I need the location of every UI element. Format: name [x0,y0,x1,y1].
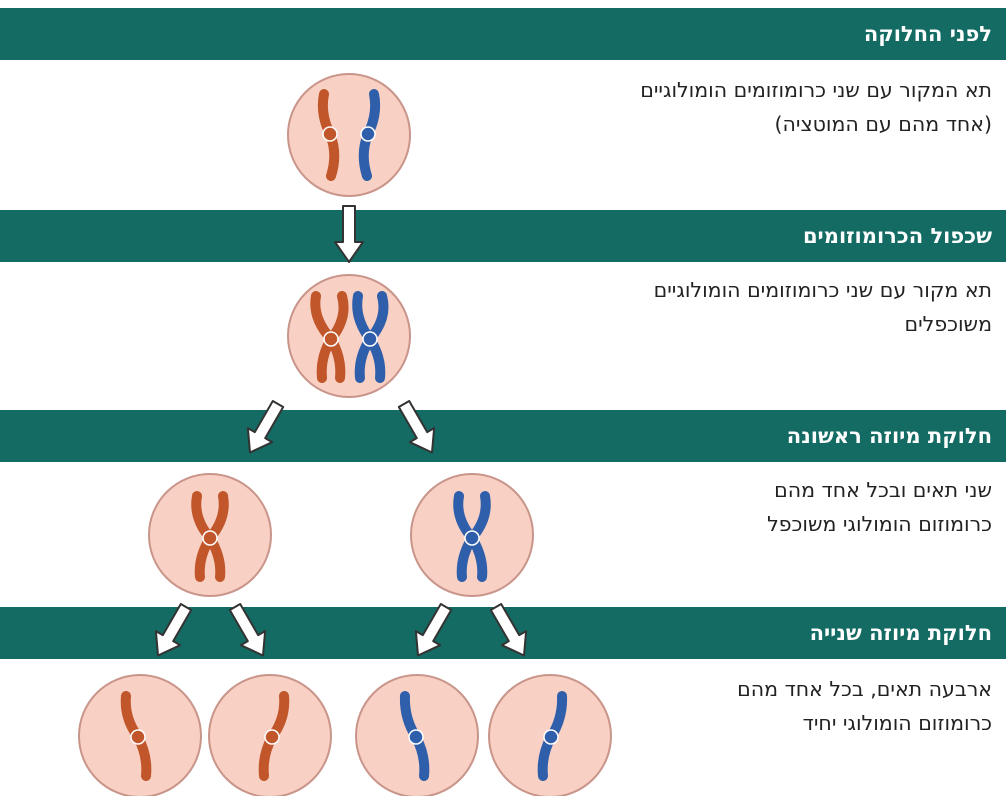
stage-title: חלוקת מיוזה ראשונה [787,424,992,448]
centromere [465,531,479,545]
stage-title: לפני החלוקה [864,22,992,46]
chromatid-paternal [458,496,472,577]
centromere [323,127,337,141]
centromere [363,332,377,346]
description-line: (אחד מהם עם המוטציה) [640,107,992,141]
description-line: משוכפלים [654,307,992,341]
stage-title: חלוקת מיוזה שנייה [810,621,992,645]
centromere [203,531,217,545]
cell-meiosis-two-2 [209,675,331,796]
stage-description-meiosis-one: שני תאים ובכל אחד מהם כרומוזום הומולוגי … [767,473,992,541]
chromatid-maternal [331,296,344,378]
cell-meiosis-two-3 [356,675,478,796]
chromatid-maternal [196,496,210,577]
centromere [131,730,145,744]
chromosome-maternal [264,696,285,776]
description-line: כרומוזום הומולוגי משוכפל [767,507,992,541]
centromere [265,730,279,744]
centromere [409,730,423,744]
cell-replicated [288,275,410,397]
chromatid-paternal [357,296,370,378]
cell-meiosis-one-paternal [411,474,533,596]
stage-description-meiosis-two: ארבעה תאים, בכל אחד מהם כרומוזום הומולוג… [737,672,992,740]
chromatid-maternal [315,296,331,378]
stage-description-replication: תא מקור עם שני כרומוזומים הומולוגיים משו… [654,273,992,341]
centromere [361,127,375,141]
chromatid-paternal [370,296,384,378]
cell-original [288,74,410,196]
stage-description-before-division: תא המקור עם שני כרומוזומים הומולוגיים (א… [640,73,992,141]
chromosome-paternal [543,696,562,776]
cell-meiosis-two-4 [489,675,611,796]
cell-meiosis-one-maternal [149,474,271,596]
stage-band-meiosis-one: חלוקת מיוזה ראשונה [0,410,1006,462]
stage-band-replication: שכפול הכרומוזומים [0,210,1006,262]
description-line: כרומוזום הומולוגי יחיד [737,706,992,740]
description-line: שני תאים ובכל אחד מהם [767,473,992,507]
stage-band-before-division: לפני החלוקה [0,8,1006,60]
chromosome-paternal [405,696,424,776]
stage-band-meiosis-two: חלוקת מיוזה שנייה [0,607,1006,659]
stage-title: שכפול הכרומוזומים [803,224,992,248]
description-line: תא מקור עם שני כרומוזומים הומולוגיים [654,273,992,307]
chromosome-maternal [126,696,147,776]
chromosome-paternal [364,94,375,176]
description-line: ארבעה תאים, בכל אחד מהם [737,672,992,706]
centromere [324,332,338,346]
description-line: תא המקור עם שני כרומוזומים הומולוגיים [640,73,992,107]
cell-meiosis-two-1 [79,675,201,796]
chromosome-maternal [323,94,334,176]
centromere [544,730,558,744]
chromatid-maternal [210,496,224,577]
chromatid-paternal [472,496,486,577]
